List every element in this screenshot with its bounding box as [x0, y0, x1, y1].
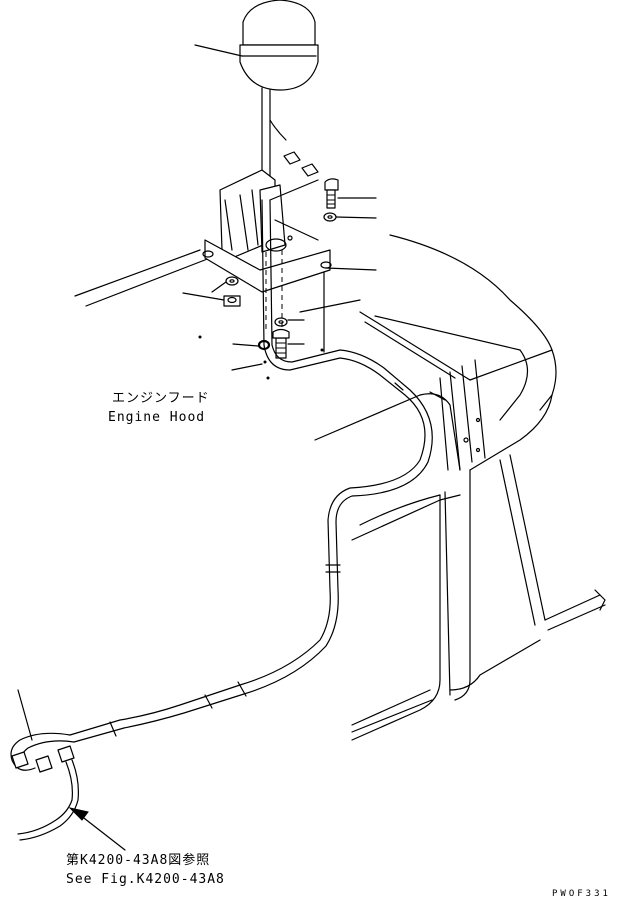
- rotating-lamp: [239, 0, 319, 201]
- engine-hood-label-en: Engine Hood: [108, 410, 206, 425]
- drawing-code: PWOF331: [552, 889, 611, 899]
- wiring-harness: [10, 199, 433, 841]
- reference-label-jp: 第K4200-43A8図参照: [66, 853, 211, 868]
- fasteners: [198, 178, 339, 380]
- engine-hood: [74, 234, 606, 741]
- connector-blocks: [283, 151, 319, 177]
- reference-label-en: See Fig.K4200-43A8: [66, 872, 225, 887]
- leader-lines: [17, 44, 377, 851]
- engine-hood-label-jp: エンジンフード: [112, 391, 210, 406]
- mounting-bracket: [202, 169, 332, 330]
